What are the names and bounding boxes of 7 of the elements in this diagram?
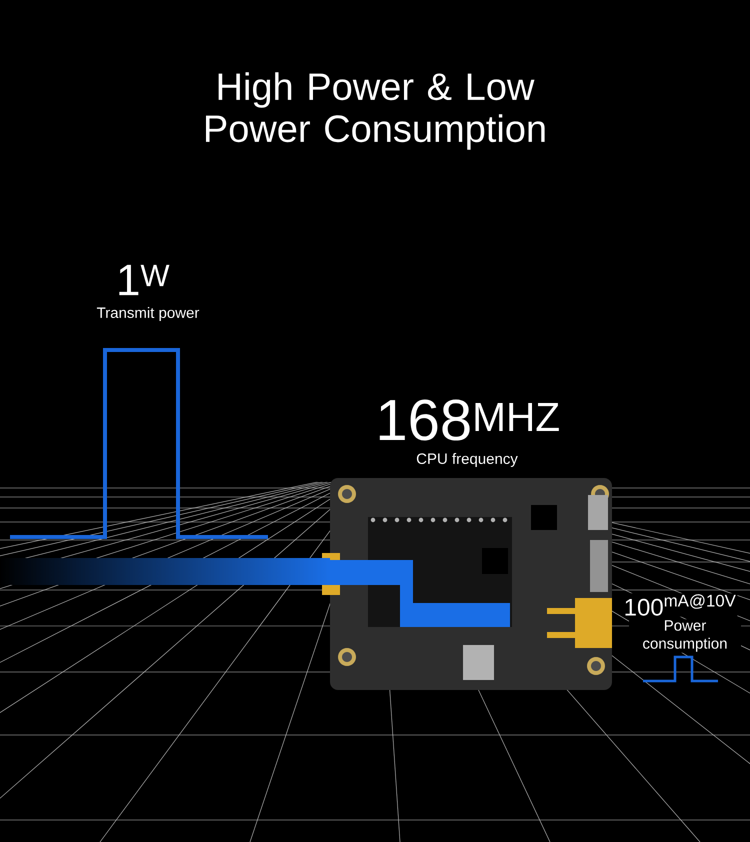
- value-caption: CPU frequency: [415, 452, 519, 468]
- big-value: 1$^{W}$: [114, 264, 172, 296]
- title: High Power & Low Power Consumption: [206, 72, 545, 150]
- big-value: 100$^{mA@10V}$: [622, 593, 738, 617]
- value-caption: Power consumption: [629, 619, 741, 653]
- big-value: 168$^{MHZ}$: [374, 398, 562, 442]
- value-caption: Transmit power: [96, 306, 200, 322]
